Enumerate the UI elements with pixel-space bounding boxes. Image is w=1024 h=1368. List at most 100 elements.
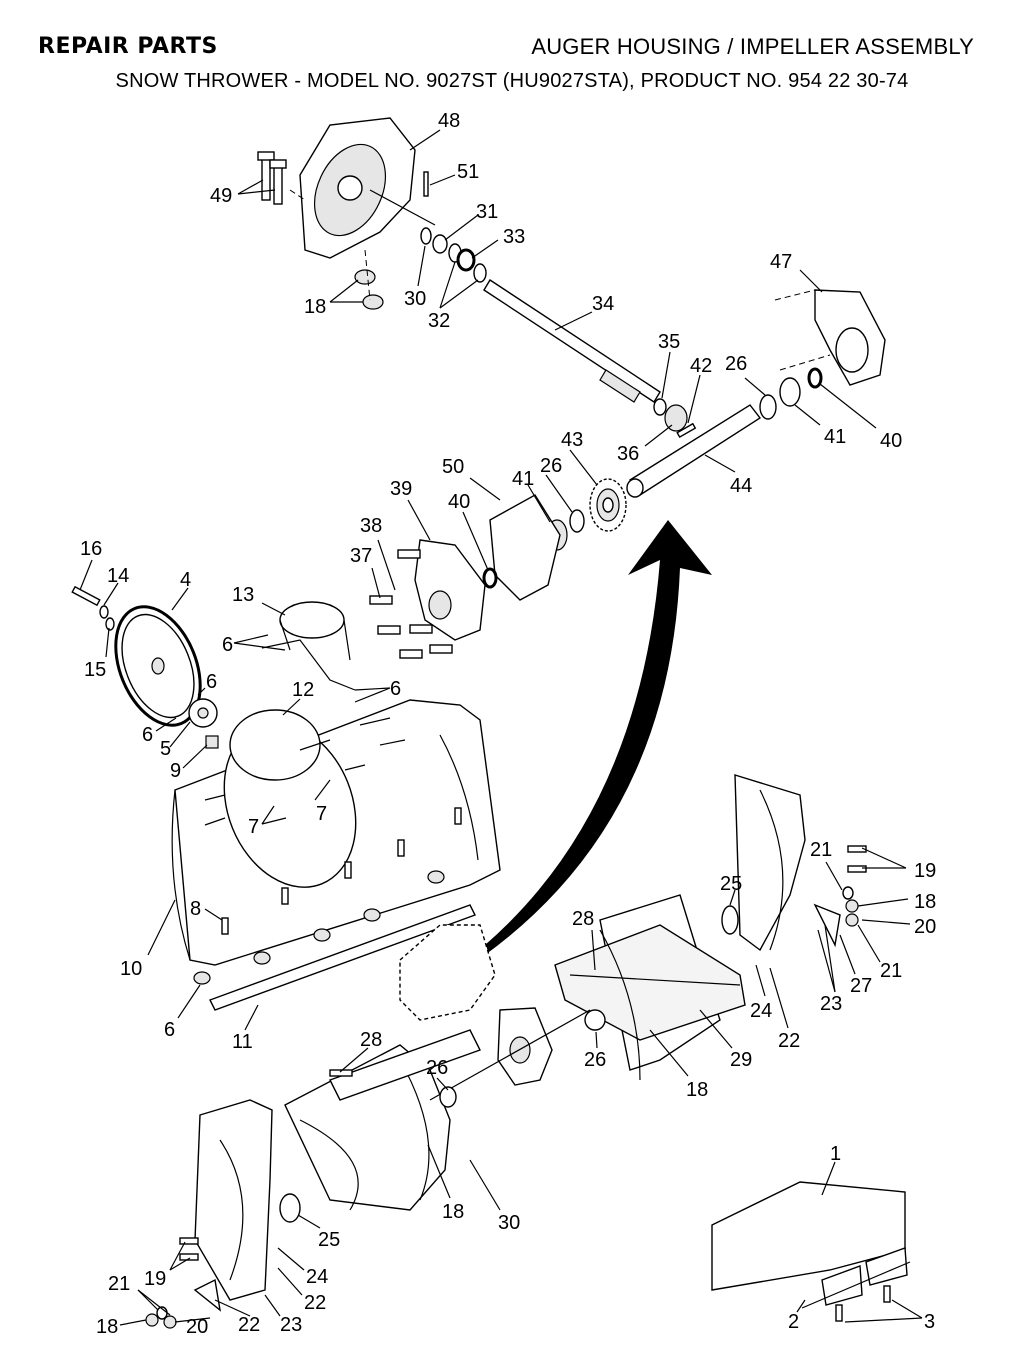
callout-42a: 40: [880, 430, 902, 452]
callout-49: 49: [210, 185, 232, 207]
callout-7a: 7: [248, 816, 259, 838]
washers-32-35: [420, 227, 487, 283]
callout-20a: 20: [914, 916, 936, 938]
carriage-bolts-8: [221, 807, 462, 935]
callout-21b: 21: [880, 960, 902, 982]
side-plate-left: [194, 1099, 273, 1301]
callout-5: 5: [160, 738, 171, 760]
bolt-16: [71, 585, 101, 607]
bolt-28-lower: [329, 1069, 353, 1077]
shaft-line: [429, 1009, 591, 1101]
callout-19d: 18: [442, 1201, 464, 1223]
bearing-43-top: [779, 377, 801, 407]
callout-33: 31: [476, 201, 498, 223]
callout-24a: 22: [778, 1030, 800, 1052]
callout-23a: 23: [820, 993, 842, 1015]
callout-34: 32: [428, 310, 450, 332]
callout-46: 44: [730, 475, 752, 497]
worm-gear-45: [589, 478, 627, 532]
callout-30: 30: [498, 1212, 520, 1234]
callout-39: 37: [350, 545, 372, 567]
callout-21a: 21: [810, 839, 832, 861]
nuts-6-lower: [193, 870, 445, 985]
chute-ring-13: [261, 601, 356, 691]
callout-27a: 26: [725, 353, 747, 375]
screw-3b: [883, 1285, 891, 1303]
bearing-26-right: [721, 905, 739, 935]
callout-2: 2: [788, 1311, 799, 1333]
callout-27d: 26: [426, 1057, 448, 1079]
callout-12: 12: [292, 679, 314, 701]
gear-case-assembly-lower: [399, 924, 553, 1086]
washer-27-mid: [569, 509, 585, 533]
bolts-49: [257, 151, 287, 205]
callout-36: 34: [592, 293, 614, 315]
callout-7b: 7: [316, 803, 327, 825]
callout-6b: 6: [390, 678, 401, 700]
auger-30: [284, 1029, 481, 1211]
callout-6d: 6: [142, 724, 153, 746]
hardware-18-21-right: [842, 845, 867, 927]
callout-10: 10: [120, 958, 142, 980]
screw-3a: [835, 1304, 843, 1322]
callout-50: 50: [442, 456, 464, 478]
washer-27-lower: [439, 1086, 457, 1108]
oring-42-top: [807, 367, 823, 389]
callout-42b: 40: [448, 491, 470, 513]
callout-16: 16: [80, 538, 102, 560]
callout-38: 36: [617, 443, 639, 465]
bolts-39-40: [369, 549, 453, 659]
nuts-19-top: [354, 269, 384, 310]
callout-19e: 18: [96, 1316, 118, 1338]
bearing-27-lower: [584, 1009, 606, 1031]
bearing-26-left: [279, 1193, 301, 1223]
pulley-4: [114, 605, 202, 727]
hardware-18-21-left: [145, 1237, 221, 1329]
washer-37: [653, 398, 667, 416]
model-subtitle: SNOW THROWER - MODEL NO. 9027ST (HU9027S…: [115, 70, 909, 92]
callout-41: 39: [390, 478, 412, 500]
callout-25b: 24: [306, 1266, 328, 1288]
callout-28b: 28: [360, 1029, 382, 1051]
callout-27c: 26: [584, 1049, 606, 1071]
washer-27-top: [759, 394, 777, 420]
callout-6c: 6: [206, 671, 217, 693]
callout-48: 48: [438, 110, 460, 132]
callout-13: 13: [232, 584, 254, 606]
callout-22: 22: [238, 1314, 260, 1336]
callout-26b: 25: [318, 1229, 340, 1251]
callout-28a: 28: [572, 908, 594, 930]
bearing-9: [205, 735, 219, 749]
side-plate-right: [734, 774, 806, 952]
callout-20b: 20: [186, 1316, 208, 1338]
callout-47: 47: [770, 251, 792, 273]
cover-assembly-1: [711, 1181, 911, 1309]
callout-29: 27: [850, 975, 872, 997]
callout-37: 35: [658, 331, 680, 353]
callout-6a: 6: [222, 634, 233, 656]
callout-4: 4: [180, 569, 191, 591]
oring-42-mid: [482, 567, 498, 589]
callout-51: 51: [457, 161, 479, 183]
washer-14: [99, 605, 109, 619]
callout-9: 9: [170, 760, 181, 782]
auger-housing-10: [171, 699, 501, 966]
gear-case-half-47: [814, 289, 886, 386]
callout-19a: 18: [304, 296, 326, 318]
callout-40: 38: [360, 515, 382, 537]
callout-43a: 41: [824, 426, 846, 448]
shave-plate-11: [209, 904, 476, 1011]
callout-6e: 6: [164, 1019, 175, 1041]
callout-31: 29: [730, 1049, 752, 1071]
callout-1: 1: [830, 1143, 841, 1165]
callout-18b: 19: [144, 1268, 166, 1290]
callout-19b: 18: [914, 891, 936, 913]
callout-labels: 48 49 51 31 33 18 30 32 34 47 35 42 26 4…: [80, 110, 936, 1338]
key-51: [423, 171, 429, 197]
auger-31: [554, 894, 746, 1081]
callout-45: 43: [561, 429, 583, 451]
bushing-38: [664, 404, 688, 432]
assembly-title: AUGER HOUSING / IMPELLER ASSEMBLY: [531, 34, 974, 59]
callout-44: 42: [690, 355, 712, 377]
